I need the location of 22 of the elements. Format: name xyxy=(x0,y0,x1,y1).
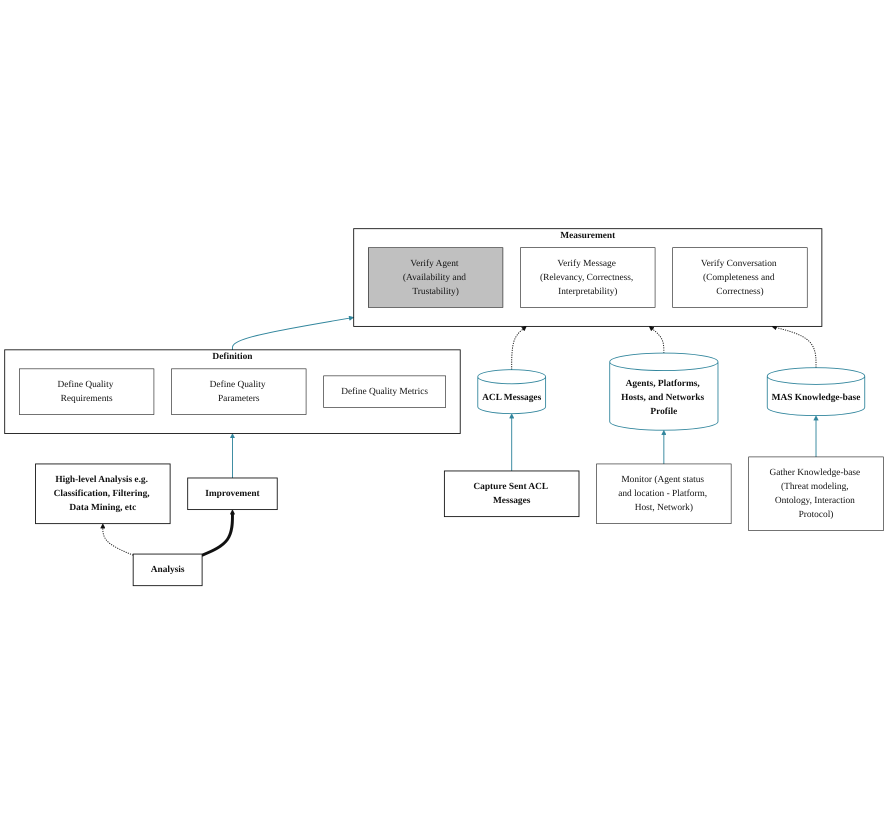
node-box: Capture Sent ACL Messages xyxy=(444,470,580,517)
arrow xyxy=(509,413,514,472)
arrow xyxy=(813,415,819,458)
arrow xyxy=(230,433,236,478)
node-box: Improvement xyxy=(187,477,278,510)
node-box: Verify Agent (Availability and Trustability) xyxy=(368,247,504,308)
node-box: Define Quality Requirements xyxy=(19,368,154,415)
node-box: Analysis xyxy=(132,553,203,586)
arrow xyxy=(100,523,134,556)
node-box: Define Quality Metrics xyxy=(323,375,446,408)
node-box: Verify Message (Relevancy, Correctness, Interpretability) xyxy=(520,247,656,308)
arrow xyxy=(232,316,354,350)
node-box: Verify Conversation (Completeness and Correctness) xyxy=(672,247,808,308)
node-box: Define Quality Parameters xyxy=(171,368,306,415)
node-box: Gather Knowledge-base (Threat modeling, Ontology, Interaction Protocol) xyxy=(748,456,884,531)
arrow xyxy=(202,509,236,556)
node-box: High-level Analysis e.g. Classification, Filtering, Data Mining, etc xyxy=(35,463,171,524)
arrow xyxy=(661,430,666,464)
arrow xyxy=(772,324,816,368)
arrow xyxy=(511,326,527,370)
arrow xyxy=(648,326,664,354)
node-box: Monitor (Agent status and location - Platform, Host, Network) xyxy=(596,463,732,524)
